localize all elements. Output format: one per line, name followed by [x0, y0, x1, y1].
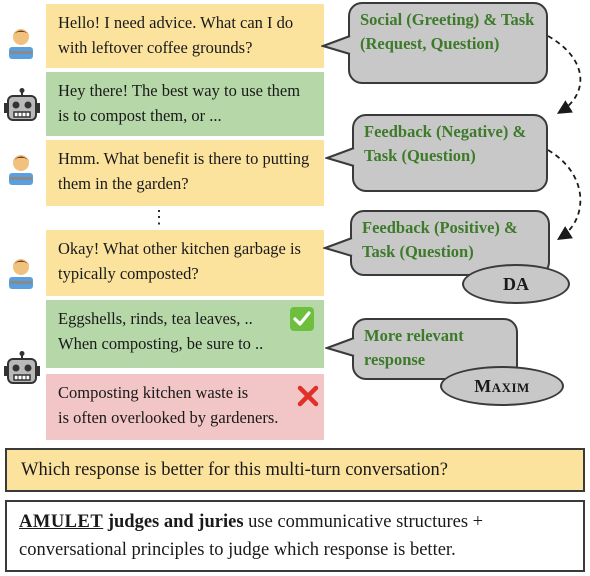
response-good: Eggshells, rinds, tea leaves, .. When co… [46, 300, 324, 368]
turn-user-1-text: Hello! I need advice. What can I do with… [58, 13, 294, 57]
da-label: DA [462, 264, 570, 304]
summary-rest: use communicative structures + conversat… [19, 512, 484, 560]
maxim-label-text: Maxim [474, 375, 530, 396]
bubble-3-tail [323, 237, 353, 257]
robot-icon [4, 351, 40, 394]
turn-user-3-text: Okay! What other kitchen garbage is typi… [58, 239, 301, 283]
response-good-line2: When composting, be sure to .. [58, 334, 264, 353]
response-bad-line2: is often overlooked by gardeners. [58, 408, 279, 427]
response-bad: Composting kitchen waste is is often ove… [46, 374, 324, 440]
bubble-4-tail [325, 337, 355, 357]
annotation-bubble-2-text: Feedback (Negative) & Task (Question) [364, 122, 527, 165]
question-text: Which response is better for this multi-… [21, 459, 448, 480]
turn-user-3: Okay! What other kitchen garbage is typi… [46, 230, 324, 296]
question-box: Which response is better for this multi-… [5, 448, 585, 492]
annotation-bubble-3-text: Feedback (Positive) & Task (Question) [362, 218, 518, 261]
arrow-bubble2-to-bubble3 [547, 149, 582, 240]
conversation-ellipsis: ⋮ [150, 207, 168, 227]
cross-mark-icon [296, 384, 320, 413]
turn-user-2-text: Hmm. What benefit is there to putting th… [58, 149, 310, 193]
da-label-text: DA [503, 273, 529, 294]
check-mark-icon [290, 307, 314, 336]
amulet-brand: AMULET [19, 512, 104, 532]
annotation-bubble-1: Social (Greeting) & Task (Request, Quest… [348, 2, 548, 84]
robot-icon [4, 88, 40, 131]
arrow-bubble1-to-bubble2 [547, 35, 582, 114]
maxim-label: Maxim [440, 366, 564, 406]
user-icon [4, 255, 38, 294]
turn-user-2: Hmm. What benefit is there to putting th… [46, 140, 324, 206]
summary-box: AMULET judges and juries use communicati… [5, 500, 585, 572]
summary-strong: judges and juries [107, 512, 244, 532]
turn-user-1: Hello! I need advice. What can I do with… [46, 4, 324, 68]
user-icon [4, 25, 38, 64]
response-good-line1: Eggshells, rinds, tea leaves, .. [58, 309, 253, 328]
response-bad-line1: Composting kitchen waste is [58, 383, 249, 402]
bubble-2-tail [325, 147, 355, 167]
turn-bot-1-text: Hey there! The best way to use them is t… [58, 81, 301, 125]
annotation-bubble-2: Feedback (Negative) & Task (Question) [352, 114, 548, 192]
user-icon [4, 151, 38, 190]
annotation-bubble-1-text: Social (Greeting) & Task (Request, Quest… [360, 10, 535, 53]
annotation-bubble-4-text: More relevant response [364, 326, 464, 369]
turn-bot-1: Hey there! The best way to use them is t… [46, 72, 324, 136]
bubble-1-tail [321, 35, 351, 55]
